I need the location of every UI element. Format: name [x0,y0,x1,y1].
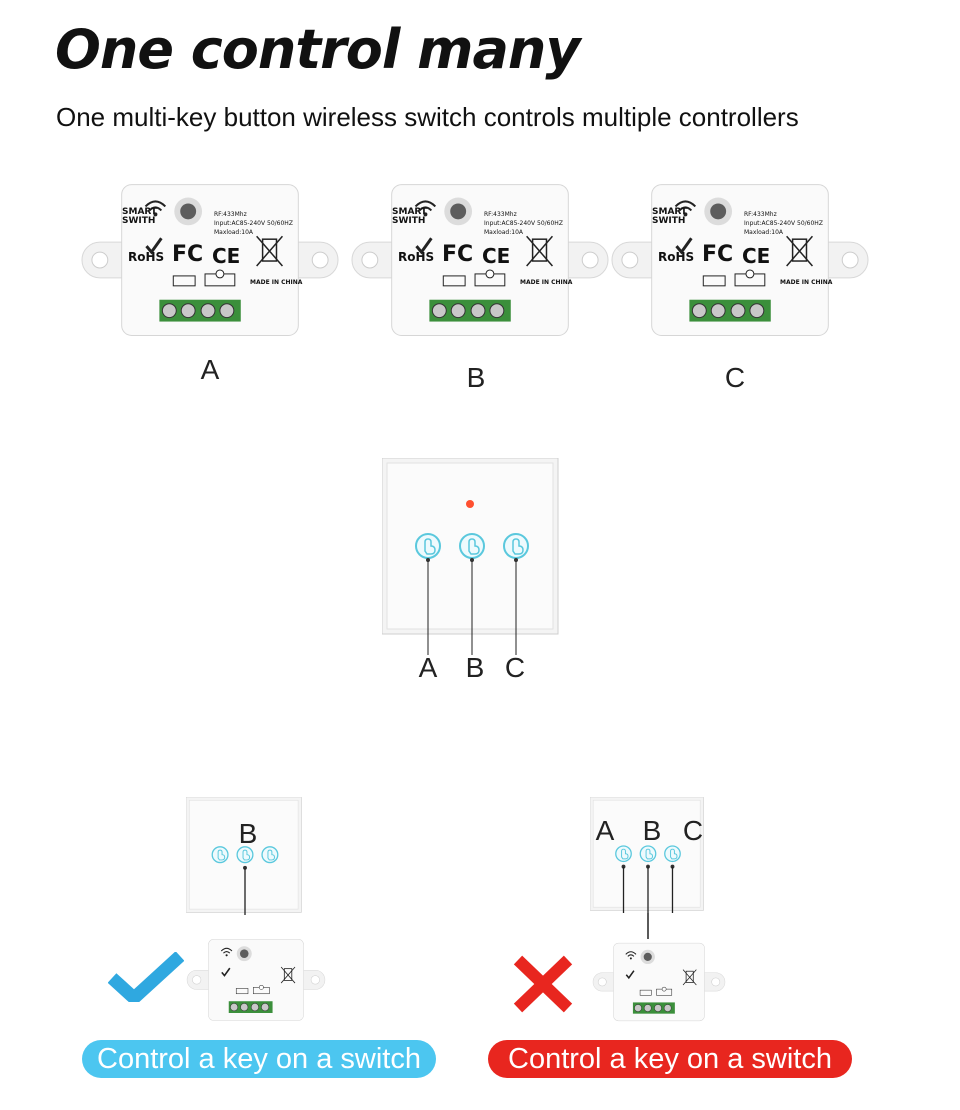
module-b-made-in: MADE IN CHINA [520,279,573,286]
check-icon [108,952,184,1002]
module-c-ce: CE [742,244,771,268]
module-a-rohs: RoHS [128,250,165,264]
correct-panel-drawing [185,796,302,915]
key-leader-lines [427,561,517,655]
module-a-brand: SMART SWITH [122,207,158,226]
switch-panel-drawing [381,457,559,635]
correct-module-drawing [186,938,326,1022]
wrong-letter-a: A [595,815,615,846]
controller-module-a-drawing [80,183,340,337]
cross-icon [513,955,573,1013]
wrong-caption: Control a key on a switch [488,1040,852,1078]
controller-module-b [350,183,610,348]
correct-example-panel [185,796,304,919]
wrong-connector-line [647,913,649,939]
page-subtitle: One multi-key button wireless switch con… [56,102,799,132]
module-a-fcc: FC [172,242,204,267]
module-b-ce: CE [482,244,511,268]
correct-letter-b: B [238,818,258,849]
module-letter-a: A [200,354,220,385]
wrong-example-module [592,935,726,1037]
module-b-fcc: FC [442,242,474,267]
controller-module-b-drawing [350,183,610,337]
module-b-rohs: RoHS [398,250,435,264]
wireless-switch-panel [381,457,562,642]
module-a-ce: CE [212,244,241,268]
module-c-rohs: RoHS [658,250,695,264]
correct-example-module [186,932,326,1036]
wrong-letter-b: B [642,815,662,846]
panel-letter-a: A [418,652,438,683]
wrong-letter-c: C [682,815,704,846]
wrong-module-drawing [592,942,726,1022]
panel-letter-c: C [504,652,526,683]
module-letter-c: C [724,362,746,393]
module-c-made-in: MADE IN CHINA [780,279,833,286]
controller-module-c [610,183,870,348]
panel-letter-b: B [465,652,485,683]
correct-caption: Control a key on a switch [82,1040,436,1078]
module-a-made-in: MADE IN CHINA [250,279,303,286]
controller-module-c-drawing [610,183,870,337]
controller-module-a [80,183,340,348]
status-led-icon [466,500,474,508]
module-letter-b: B [466,362,486,393]
page-title: One control many [55,18,581,81]
module-c-fcc: FC [702,242,734,267]
